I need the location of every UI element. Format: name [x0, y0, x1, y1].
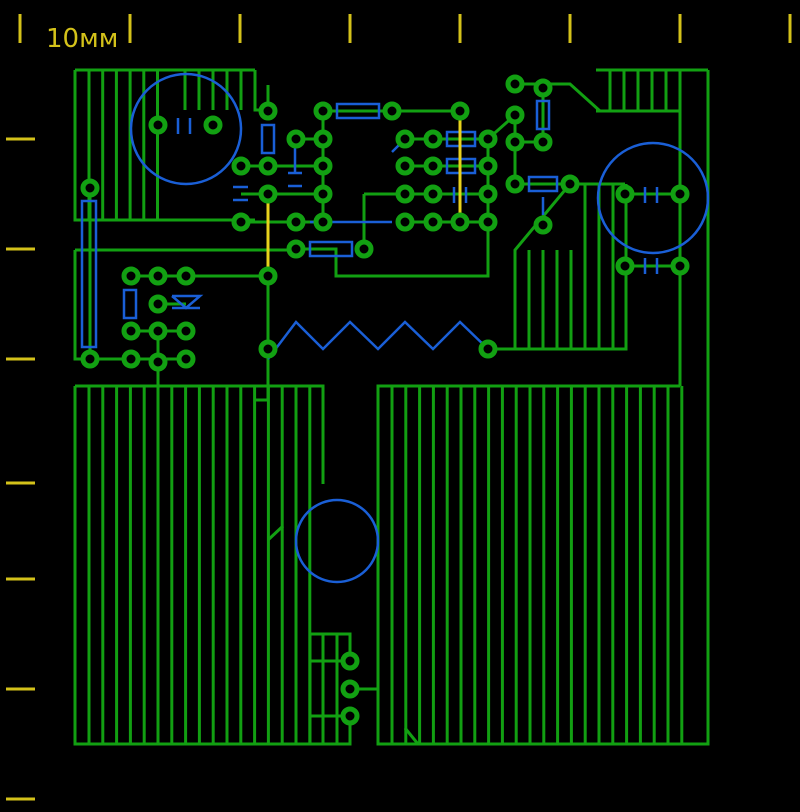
solder-pad — [505, 132, 525, 152]
solder-pad — [505, 105, 525, 125]
solder-pad — [121, 321, 141, 341]
solder-pad — [258, 266, 278, 286]
led-outline — [171, 294, 204, 310]
solder-pad — [258, 101, 278, 121]
solder-pad — [203, 115, 223, 135]
solder-pad — [670, 256, 690, 276]
solder-pad — [313, 212, 333, 232]
solder-pad — [395, 156, 415, 176]
solder-pad — [313, 101, 333, 121]
solder-pad — [313, 184, 333, 204]
copper-fill-bottom-left — [87, 386, 339, 744]
resistor-outline-long — [80, 199, 98, 349]
solder-pad — [423, 129, 443, 149]
solder-pad — [615, 256, 635, 276]
solder-pad — [478, 156, 498, 176]
solder-pad — [176, 266, 196, 286]
solder-pad — [286, 239, 306, 259]
solder-pad — [121, 266, 141, 286]
resistor-outline-1 — [335, 102, 381, 120]
copper-fill-top-right — [608, 70, 682, 111]
solder-pad — [258, 184, 278, 204]
scale-label: 10мм — [46, 24, 118, 54]
solder-pad — [395, 184, 415, 204]
solder-pad — [340, 679, 360, 699]
solder-pad — [313, 129, 333, 149]
solder-pad — [80, 349, 100, 369]
solder-pad — [148, 266, 168, 286]
solder-pad — [615, 184, 635, 204]
solder-pad — [313, 156, 333, 176]
pads — [80, 74, 690, 726]
solder-pad — [395, 129, 415, 149]
solder-pad — [231, 156, 251, 176]
solder-pad — [121, 349, 141, 369]
solder-pad — [423, 212, 443, 232]
copper-fill-mid-right — [527, 184, 615, 349]
solder-pad — [478, 339, 498, 359]
solder-pad — [340, 706, 360, 726]
solder-pad — [148, 352, 168, 372]
solder-pad — [395, 212, 415, 232]
solder-pad — [450, 101, 470, 121]
copper-fill-bottom-right — [390, 386, 684, 744]
scale-ruler — [6, 14, 792, 801]
solder-pad — [478, 212, 498, 232]
jumper-wires — [266, 111, 462, 276]
solder-pad — [560, 174, 580, 194]
solder-pad — [258, 339, 278, 359]
solder-pad — [670, 184, 690, 204]
solder-pad — [340, 651, 360, 671]
solder-pad — [505, 174, 525, 194]
solder-pad — [148, 294, 168, 314]
diode-outline — [122, 288, 138, 320]
resistor-outline-2 — [308, 240, 354, 258]
solder-pad — [505, 74, 525, 94]
solder-pad — [80, 178, 100, 198]
solder-pad — [286, 212, 306, 232]
solder-pad — [533, 132, 553, 152]
solder-pad — [176, 321, 196, 341]
solder-pad — [148, 115, 168, 135]
solder-pad — [423, 184, 443, 204]
solder-pad — [286, 129, 306, 149]
solder-pad — [382, 101, 402, 121]
solder-pad — [258, 156, 278, 176]
resistor-outline-5 — [527, 175, 559, 193]
solder-pad — [354, 239, 374, 259]
resistor-outline-6 — [260, 123, 276, 155]
silkscreen — [80, 72, 710, 584]
solder-pad — [478, 184, 498, 204]
mounting-hole-outline — [294, 498, 380, 584]
solder-pad — [148, 321, 168, 341]
inductor-outline — [267, 320, 489, 360]
solder-pad — [231, 212, 251, 232]
solder-pad — [423, 156, 443, 176]
solder-pad — [450, 212, 470, 232]
resistor-outline-7 — [535, 99, 551, 131]
solder-pad — [478, 129, 498, 149]
solder-pad — [533, 215, 553, 235]
copper-fill-top-left — [87, 70, 243, 220]
solder-pad — [176, 349, 196, 369]
capacitor-outline-right — [596, 141, 710, 255]
capacitor-outline-left — [129, 72, 243, 186]
solder-pad — [533, 78, 553, 98]
